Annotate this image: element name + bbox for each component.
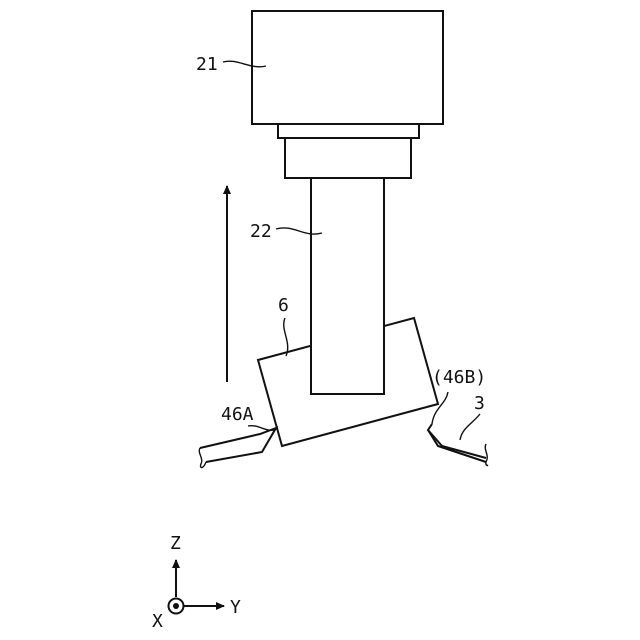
- motor-unit: [252, 11, 443, 178]
- axis-label-y: Y: [230, 597, 241, 618]
- axis-label-z: Z: [170, 533, 181, 554]
- leader-46a: [248, 426, 274, 431]
- workpiece-left: [200, 428, 276, 462]
- workpiece-right-lower: [428, 430, 486, 462]
- break-line-left: [199, 448, 206, 468]
- break-line-right: [485, 444, 487, 466]
- leader-6: [284, 318, 288, 356]
- label-21: 21: [196, 54, 218, 75]
- x-axis-dot-icon: [173, 603, 179, 609]
- label-6: 6: [278, 295, 289, 316]
- label-3: 3: [474, 393, 485, 414]
- axis-label-x: X: [152, 611, 163, 632]
- label-22: 22: [250, 221, 272, 242]
- coordinate-axes: Z Y X: [152, 533, 241, 632]
- label-46a: 46A: [221, 404, 254, 425]
- label-46b: (46B): [432, 367, 486, 388]
- shaft: [311, 178, 384, 394]
- leader-3: [460, 414, 480, 440]
